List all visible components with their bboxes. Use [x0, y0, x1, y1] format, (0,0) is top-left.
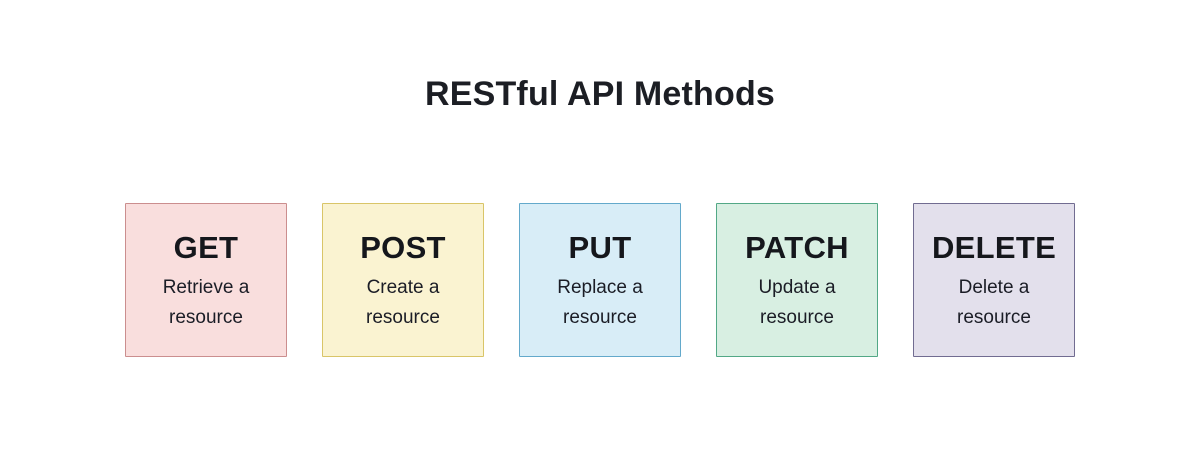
method-card-put: PUT Replace a resource [519, 203, 681, 357]
method-label-delete: DELETE [931, 230, 1057, 265]
method-description-patch: Update a resource [758, 277, 836, 328]
method-description-delete: Delete a resource [957, 277, 1031, 328]
method-description-put: Replace a resource [557, 277, 643, 328]
method-description-get: Retrieve a resource [162, 277, 250, 328]
method-card-get: GET Retrieve a resource [125, 203, 287, 357]
method-label-post: POST [360, 230, 446, 265]
page-title: RESTful API Methods [424, 75, 776, 113]
method-label-put: PUT [568, 230, 632, 265]
method-description-post: Create a resource [366, 277, 440, 328]
method-card-post: POST Create a resource [322, 203, 484, 357]
method-label-get: GET [173, 230, 239, 265]
method-card-patch: PATCH Update a resource [716, 203, 878, 357]
method-card-delete: DELETE Delete a resource [913, 203, 1075, 357]
method-label-patch: PATCH [745, 230, 849, 265]
methods-row: GET Retrieve a resource POST Create a re… [125, 203, 1075, 357]
